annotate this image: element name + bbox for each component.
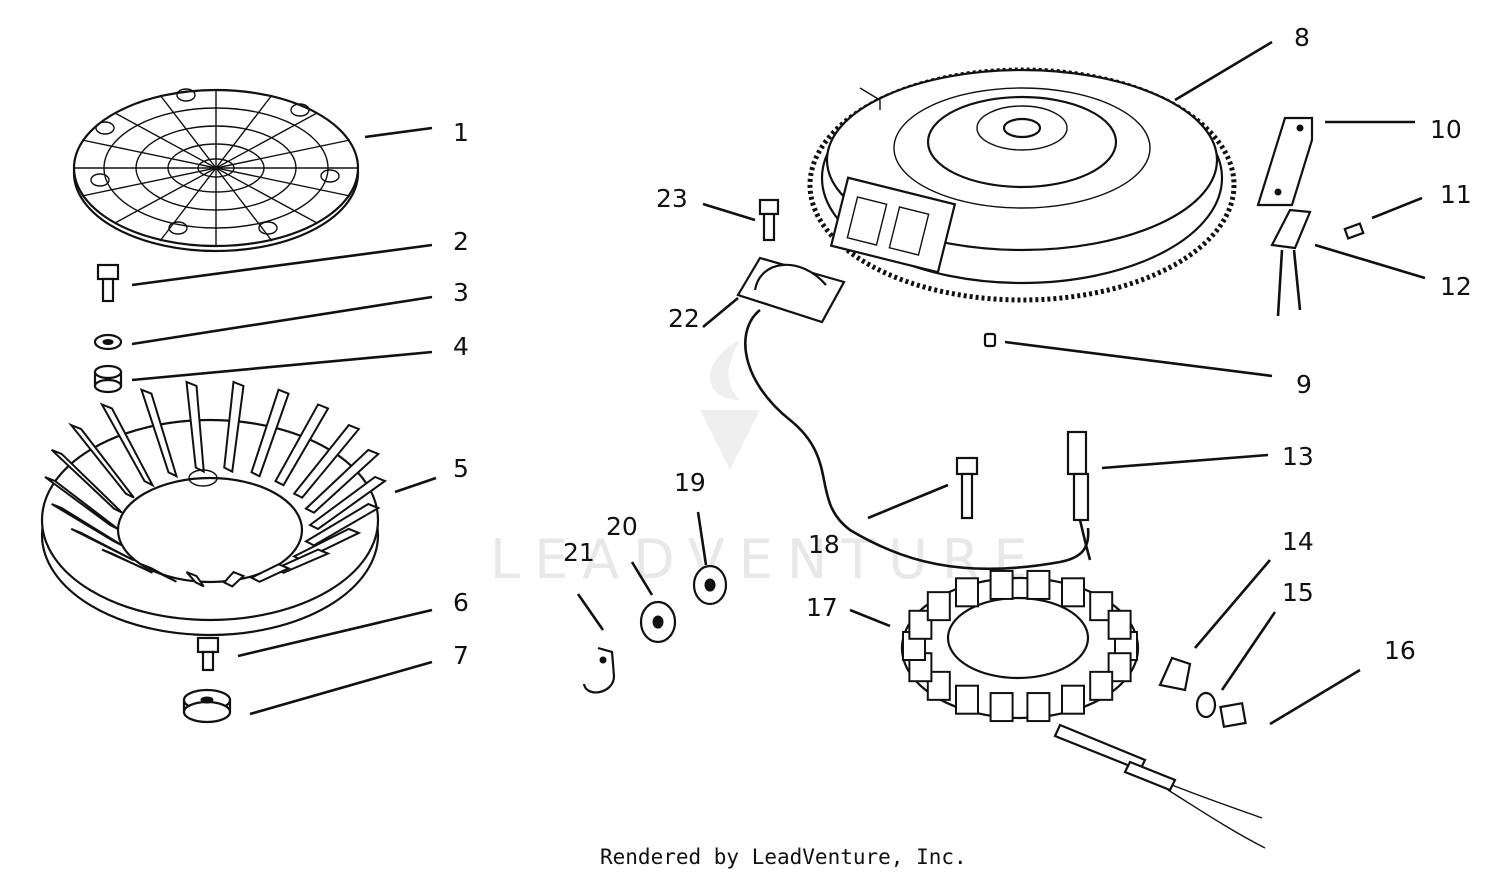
spacer-part-4 <box>93 364 123 394</box>
clip-part-21 <box>582 646 616 694</box>
stator-tooth <box>989 692 1014 723</box>
screw-part-18 <box>955 456 979 520</box>
callout-19: 19 <box>674 468 706 497</box>
callout-17: 17 <box>806 593 838 622</box>
fan-blade <box>303 502 381 547</box>
fan-blade <box>141 563 177 583</box>
stator-part <box>900 569 1266 849</box>
fan-blade <box>50 449 123 514</box>
screw-part-23 <box>758 198 780 242</box>
watermark-text: LEADVENTURE <box>490 528 1041 591</box>
stator-tooth <box>955 577 979 608</box>
bracket-part <box>1256 116 1314 207</box>
callout-labels: 1 2 3 4 5 6 7 8 9 10 11 12 13 14 15 16 1… <box>453 23 1472 670</box>
ignition-module-part <box>736 256 1090 571</box>
callout-6: 6 <box>453 588 469 617</box>
callout-10: 10 <box>1430 115 1462 144</box>
leader-lines <box>131 40 1426 726</box>
callout-14: 14 <box>1282 527 1314 556</box>
flywheel-part <box>807 67 1237 303</box>
screw-part-11 <box>1343 222 1365 240</box>
stator-tooth <box>926 591 951 622</box>
fan-blade <box>70 527 135 562</box>
fan-blade <box>223 380 245 474</box>
fan-blade <box>249 563 292 583</box>
fan-blade <box>99 402 155 488</box>
stator-tooth <box>1107 652 1132 683</box>
footer-credit: Rendered by LeadVenture, Inc. <box>600 845 967 869</box>
fan-blade <box>304 448 381 514</box>
callout-4: 4 <box>453 332 469 361</box>
stator-tooth <box>1089 591 1114 622</box>
callout-8: 8 <box>1294 23 1310 52</box>
stator-tooth <box>955 684 979 715</box>
fan-blade <box>274 403 330 487</box>
stator-tooth <box>1026 692 1051 723</box>
washer-part-7 <box>182 688 232 724</box>
stator-tooth <box>1107 609 1132 640</box>
fan-blade <box>185 571 205 588</box>
callout-20: 20 <box>606 512 638 541</box>
fan-blade <box>101 548 153 574</box>
clip-part-14 <box>1158 656 1192 692</box>
blower-screen-part <box>72 88 360 253</box>
callout-7: 7 <box>453 641 469 670</box>
screw-part-15 <box>1195 691 1247 729</box>
stator-tooth <box>1061 684 1085 715</box>
fan-blade <box>292 423 361 499</box>
callout-18: 18 <box>808 530 840 559</box>
callout-21: 21 <box>563 538 595 567</box>
callout-13: 13 <box>1282 442 1314 471</box>
stator-tooth <box>1026 569 1051 600</box>
callout-1: 1 <box>453 118 469 147</box>
stator-tooth <box>1061 577 1085 608</box>
fan-blade <box>139 387 179 479</box>
stator-tooth <box>926 670 951 701</box>
stator-tooth <box>1089 670 1114 701</box>
fan-blade <box>51 503 123 547</box>
stator-tooth <box>908 609 933 640</box>
callout-3: 3 <box>453 278 469 307</box>
washer-part-20 <box>639 600 677 644</box>
callout-16: 16 <box>1384 636 1416 665</box>
fan-blade <box>222 570 246 588</box>
callout-23: 23 <box>656 184 688 213</box>
rectifier-part <box>1270 208 1312 317</box>
callout-2: 2 <box>453 227 469 256</box>
screw-part-6 <box>196 636 220 672</box>
fan-blade <box>250 388 290 478</box>
screw-part-2 <box>96 263 120 303</box>
washer-part-3 <box>93 333 123 351</box>
spark-plug-boot-part <box>1066 430 1092 561</box>
stator-tooth <box>989 569 1014 600</box>
watermark: LEADVENTURE <box>490 340 1041 591</box>
fan-blade <box>68 422 135 499</box>
callout-15: 15 <box>1282 578 1314 607</box>
callout-22: 22 <box>668 304 700 333</box>
callout-11: 11 <box>1440 180 1472 209</box>
fan-blade <box>308 475 388 531</box>
fan-part <box>40 380 388 637</box>
key-part <box>983 332 997 348</box>
callout-12: 12 <box>1440 272 1472 301</box>
washer-part-19 <box>692 564 728 606</box>
callout-5: 5 <box>453 454 469 483</box>
callout-9: 9 <box>1296 370 1312 399</box>
fan-blade <box>44 476 119 530</box>
